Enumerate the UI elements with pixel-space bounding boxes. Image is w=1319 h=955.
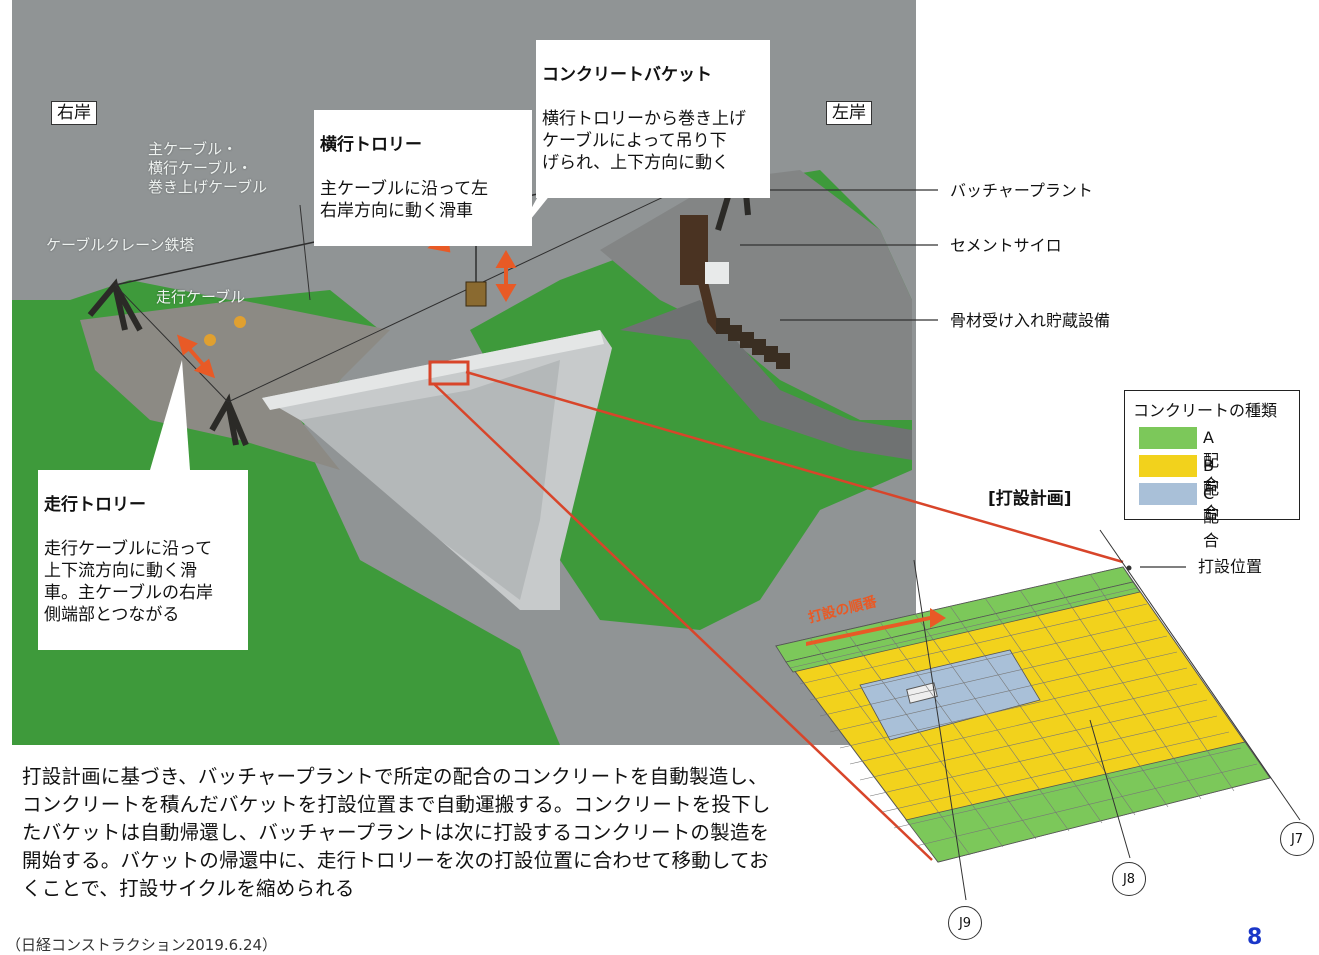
cables-label: 主ケーブル・ 横行ケーブル・ 巻き上げケーブル (148, 140, 268, 196)
travel-cable (114, 284, 229, 403)
aggregate-label: 骨材受け入れ貯蔵設備 (950, 311, 1111, 330)
page-number: 8 (1247, 925, 1263, 950)
bucket-callout: コンクリートバケット 横行トロリーから巻き上げ ケーブルによって吊り下 げられ、… (536, 40, 770, 198)
left-bank-excavation (600, 170, 912, 420)
pour-plan-grid (775, 529, 1301, 901)
cross-trolley-body: 主ケーブルに沿って左 右岸方向に動く滑車 (320, 179, 489, 221)
source-citation: （日経コンストラクション2019.6.24） (6, 936, 278, 954)
pour-position-label: 打設位置 (1198, 557, 1263, 576)
joint-line-j9 (913, 559, 967, 901)
pour-plan-title: [打設計画] (988, 489, 1072, 509)
legend-label-b: B配合 (1203, 456, 1220, 522)
joint-label-j8: J8 (1112, 862, 1146, 896)
legend-label-a: A配合 (1203, 428, 1220, 494)
travel-cable-label: 走行ケーブル (156, 288, 246, 306)
travel-trolley-callout: 走行トロリー 走行ケーブルに沿って 上下流方向に動く滑 車。主ケーブルの右岸 側… (38, 470, 248, 650)
sequence-arrow (806, 608, 946, 646)
legend-swatch-b (1139, 455, 1197, 477)
aggregate-bins (716, 318, 790, 369)
zoom-line-bottom (433, 383, 933, 861)
legend-label-c: C配合 (1203, 484, 1220, 550)
cross-trolley-title: 横行トロリー (320, 135, 422, 155)
main-cable-2 (227, 159, 743, 403)
bucket-title: コンクリートバケット (542, 65, 712, 85)
cross-trolley-callout: 横行トロリー 主ケーブルに沿って左 右岸方向に動く滑車 (314, 110, 532, 246)
legend-swatch-a (1139, 427, 1197, 449)
legend-swatch-c (1139, 483, 1197, 505)
travel-trolley-2 (234, 316, 246, 328)
travel-trolley-title: 走行トロリー (44, 495, 146, 515)
dam-inner (300, 360, 560, 600)
access-road (620, 300, 912, 460)
joint-line-j8 (1089, 719, 1131, 859)
batcher-plant-label: バッチャープラント (950, 181, 1093, 200)
joint-line-j7 (1099, 529, 1301, 821)
cables-leader (299, 204, 311, 301)
bucket-body: 横行トロリーから巻き上げ ケーブルによって吊り下 げられ、上下方向に動く (542, 109, 746, 173)
left-bank-label: 左岸 (826, 101, 872, 125)
travel-trolley (204, 334, 216, 346)
cement-silo-label: セメントサイロ (950, 236, 1062, 255)
travel-trolley-body: 走行ケーブルに沿って 上下流方向に動く滑 車。主ケーブルの右岸 側端部とつながる (44, 539, 213, 625)
legend-title: コンクリートの種類 (1133, 401, 1278, 420)
concrete-bucket (465, 281, 487, 307)
travel-trolley-pointer (150, 360, 190, 470)
concrete-type-legend: コンクリートの種類 A配合 B配合 C配合 (1124, 390, 1300, 550)
joint-label-j9: J9 (948, 906, 982, 940)
right-bank-label: 右岸 (51, 101, 97, 125)
pour-position-dot (1126, 565, 1132, 571)
zoom-line-top (465, 370, 1124, 564)
caption: 打設計画に基づき、バッチャープラントで所定の配合のコンクリートを自動製造し、コン… (22, 765, 771, 900)
dam-crest (262, 330, 604, 410)
right-bank-excavation (80, 300, 390, 470)
silo-tank (705, 262, 729, 284)
joint-label-j7: J7 (1280, 822, 1314, 856)
tower-label: ケーブルクレーン鉄塔 (46, 236, 195, 254)
